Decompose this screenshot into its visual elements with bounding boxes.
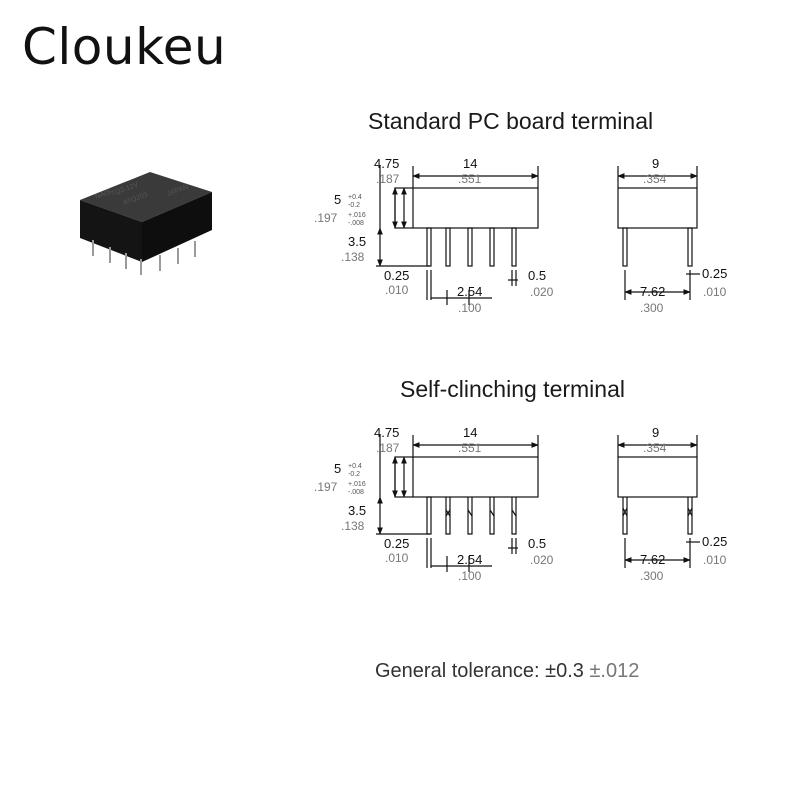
- relay-photo: NAIS TQ2-12V ATQ203 JAPAN: [80, 172, 212, 275]
- dim-height-mm: 4.75: [374, 156, 399, 171]
- dim-width-mm: 9: [652, 425, 659, 440]
- relay-pins: [92, 240, 196, 275]
- dim-height-in: .187: [376, 441, 400, 455]
- tolerance-inch: ±.012: [589, 660, 640, 682]
- dim-pin-thk-mm: 0.25: [384, 536, 409, 551]
- dim-body-tol-in-plus: +.016: [348, 212, 366, 219]
- pins-self-clinching: [426, 496, 517, 535]
- dim-length-in: .551: [458, 172, 482, 186]
- dim-side-thk-mm: 0.25: [702, 534, 727, 549]
- dim-pitch-in: .100: [458, 569, 482, 583]
- dim-body-tol-mm-plus: +0.4: [348, 463, 362, 470]
- body-outline: [394, 187, 539, 229]
- dim-pin-len-mm: 3.5: [348, 503, 366, 518]
- general-tolerance: General tolerance: ±0.3 ±.012: [375, 660, 639, 683]
- dim-row-mm: 7.62: [640, 284, 665, 299]
- dim-body-in: .197: [314, 211, 338, 225]
- side-body-outline: [617, 456, 698, 498]
- dim-pin-thk-in: .010: [385, 551, 409, 565]
- dim-pitch-mm: 2.54: [457, 552, 482, 567]
- dim-row-in: .300: [640, 301, 664, 315]
- dim-body-mm: 5: [334, 461, 341, 476]
- dim-pin-w-mm: 0.5: [528, 268, 546, 283]
- dim-pin-thk-in: .010: [385, 283, 409, 297]
- dim-length-mm: 14: [463, 425, 477, 440]
- dim-pitch-in: .100: [458, 301, 482, 315]
- dim-side-thk-mm: 0.25: [702, 266, 727, 281]
- relay-side-face: [142, 192, 212, 262]
- dim-side-thk-in: .010: [703, 553, 727, 567]
- dim-pin-len-mm: 3.5: [348, 234, 366, 249]
- relay-top-face: [80, 172, 212, 222]
- dim-row-in: .300: [640, 569, 664, 583]
- dim-body-in: .197: [314, 480, 338, 494]
- dim-pitch-mm: 2.54: [457, 284, 482, 299]
- dim-body-tol-mm-minus: -0.2: [348, 471, 360, 478]
- drawing-standard-front: [376, 166, 539, 305]
- section-title-self-clinching: Self-clinching terminal: [400, 376, 625, 402]
- dim-length-mm: 14: [463, 156, 477, 171]
- dim-body-tol-mm-plus: +0.4: [348, 194, 362, 201]
- dim-labels-standard: 4.75 .187 14 .551 5 +0.4 -0.2 .197 +.016…: [314, 156, 727, 315]
- dim-width-mm: 9: [652, 156, 659, 171]
- relay-front-face: [80, 200, 142, 262]
- dim-width-in: .354: [643, 172, 667, 186]
- brand-title: Cloukeu: [22, 18, 227, 76]
- dim-pin-w-mm: 0.5: [528, 536, 546, 551]
- dim-pin-len-in: .138: [341, 250, 365, 264]
- drawing-self-clinching-side: [617, 435, 700, 568]
- dim-pin-thk-mm: 0.25: [384, 268, 409, 283]
- dim-height-in: .187: [376, 172, 400, 186]
- section-title-standard: Standard PC board terminal: [368, 108, 654, 134]
- drawing-standard-side: [617, 166, 700, 300]
- dim-height-mm: 4.75: [374, 425, 399, 440]
- dim-length-in: .551: [458, 441, 482, 455]
- dim-pin-w-in: .020: [530, 553, 554, 567]
- dim-labels-self-clinching: 4.75 .187 14 .551 5 +0.4 -0.2 .197 +.016…: [314, 425, 727, 583]
- side-body-outline: [617, 187, 698, 229]
- dim-pin-w-in: .020: [530, 285, 554, 299]
- body-outline: [394, 456, 539, 498]
- dim-body-mm: 5: [334, 192, 341, 207]
- drawing-self-clinching-front: [376, 435, 539, 572]
- dim-body-tol-in-minus: -.008: [348, 489, 364, 496]
- dim-row-mm: 7.62: [640, 552, 665, 567]
- tolerance-mm: General tolerance: ±0.3: [375, 660, 584, 682]
- dim-body-tol-mm-minus: -0.2: [348, 202, 360, 209]
- dim-width-in: .354: [643, 441, 667, 455]
- pins-standard: [426, 227, 517, 267]
- dim-body-tol-in-minus: -.008: [348, 220, 364, 227]
- dim-body-tol-in-plus: +.016: [348, 481, 366, 488]
- dim-side-thk-in: .010: [703, 285, 727, 299]
- dim-pin-len-in: .138: [341, 519, 365, 533]
